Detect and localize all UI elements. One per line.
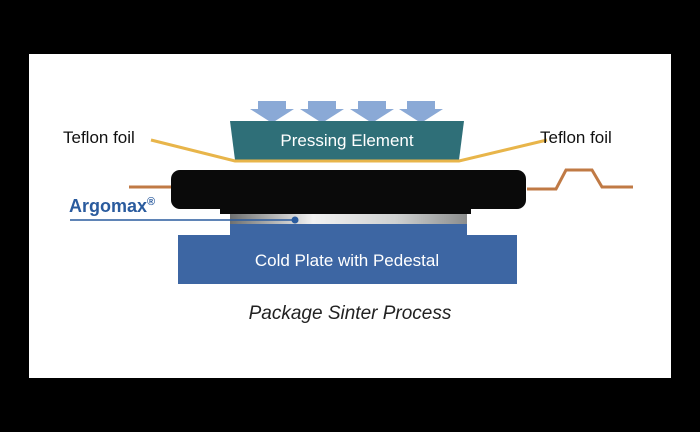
arrow-icon: [399, 101, 443, 123]
diagram-canvas: Teflon foil Teflon foil Pressing Element…: [29, 54, 671, 378]
arrow-icon: [250, 101, 294, 123]
argomax-registered-mark: ®: [147, 196, 155, 208]
package-body: [171, 170, 526, 209]
argomax-label: Argomax®: [69, 196, 155, 216]
sinter-process-diagram: Teflon foil Teflon foil Pressing Element…: [63, 101, 633, 284]
pressing-element: [230, 121, 464, 160]
cold-plate-pedestal: [230, 224, 467, 236]
arrow-icon: [300, 101, 344, 123]
pressing-arrows: [250, 101, 443, 123]
argomax-pointer-dot: [291, 216, 299, 224]
teflon-foil-label-left: Teflon foil: [63, 128, 135, 147]
diagram-caption: Package Sinter Process: [248, 303, 452, 324]
arrow-icon: [350, 101, 394, 123]
pressing-element-label: Pressing Element: [280, 131, 414, 150]
cold-plate-label: Cold Plate with Pedestal: [255, 251, 439, 270]
argomax-layer: [230, 214, 467, 224]
teflon-foil-line: [150, 138, 548, 163]
cold-plate: [178, 235, 517, 284]
teflon-foil-label-right: Teflon foil: [540, 128, 612, 147]
argomax-name: Argomax: [69, 196, 147, 216]
package-base: [220, 204, 471, 214]
right-lead: [527, 168, 633, 191]
